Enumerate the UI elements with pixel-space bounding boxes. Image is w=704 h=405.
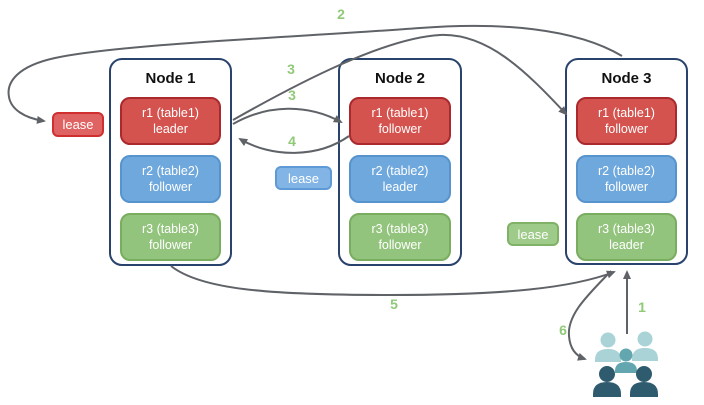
node-2-title: Node 2 bbox=[374, 70, 425, 87]
replica-name: r3 (table3) bbox=[371, 222, 429, 236]
node-3-replica-r2: r2 (table2) follower bbox=[576, 155, 677, 203]
step-label-3-short: 3 bbox=[288, 87, 296, 103]
user-figure-front-right bbox=[630, 366, 658, 397]
replica-name: r2 (table2) bbox=[142, 164, 199, 178]
replica-role: follower bbox=[604, 180, 649, 194]
lease-badge-r3: lease bbox=[507, 222, 559, 246]
step-label-6: 6 bbox=[559, 322, 567, 338]
node-1-title: Node 1 bbox=[145, 70, 196, 87]
node-2-replica-r2: r2 (table2) leader bbox=[349, 155, 451, 203]
replica-name: r2 (table2) bbox=[371, 164, 429, 178]
replica-role: leader bbox=[153, 122, 188, 136]
arrow-step-5-node1-to-node3 bbox=[170, 265, 616, 297]
node-3-replica-r1: r1 (table1) follower bbox=[576, 97, 677, 145]
lease-badge-r1: lease bbox=[52, 112, 104, 137]
replica-role: leader bbox=[609, 238, 644, 252]
node-2-replica-r1: r1 (table1) follower bbox=[349, 97, 451, 145]
node-3-replica-r3: r3 (table3) leader bbox=[576, 213, 677, 261]
replica-role: follower bbox=[148, 180, 193, 194]
users-icon bbox=[593, 331, 658, 397]
step-label-3-long: 3 bbox=[287, 61, 295, 77]
user-figure-back-right bbox=[632, 331, 658, 361]
replica-role: follower bbox=[604, 122, 649, 136]
step-label-2: 2 bbox=[337, 6, 345, 22]
replica-name: r1 (table1) bbox=[598, 106, 655, 120]
arrow-step-6-node3-to-users bbox=[567, 270, 612, 361]
replica-name: r1 (table1) bbox=[371, 106, 429, 120]
replica-role: follower bbox=[378, 238, 422, 252]
arrow-step-2-node3-to-lease bbox=[7, 24, 623, 124]
replica-name: r1 (table1) bbox=[142, 106, 199, 120]
step-label-5: 5 bbox=[390, 296, 398, 312]
replica-role: leader bbox=[382, 180, 418, 194]
user-figure-front-left bbox=[593, 366, 621, 397]
arrow-step-3-leader-to-node2-follower bbox=[232, 107, 343, 125]
lease-badge-r2: lease bbox=[275, 166, 332, 190]
node-1-replica-r1: r1 (table1) leader bbox=[120, 97, 221, 145]
replica-name: r3 (table3) bbox=[142, 222, 199, 236]
user-figure-center bbox=[615, 348, 637, 373]
node-3-box: Node 3 r1 (table1) follower r2 (table2) … bbox=[565, 58, 688, 265]
node-1-replica-r2: r2 (table2) follower bbox=[120, 155, 221, 203]
user-figure-back-left bbox=[595, 332, 621, 362]
replica-name: r2 (table2) bbox=[598, 164, 655, 178]
node-1-box: Node 1 r1 (table1) leader r2 (table2) fo… bbox=[109, 58, 232, 266]
replica-role: follower bbox=[378, 122, 422, 136]
node-2-replica-r3: r3 (table3) follower bbox=[349, 213, 451, 261]
replica-role: follower bbox=[148, 238, 193, 252]
step-label-1: 1 bbox=[638, 299, 646, 315]
node-1-replica-r3: r3 (table3) follower bbox=[120, 213, 221, 261]
node-2-box: Node 2 r1 (table1) follower r2 (table2) … bbox=[338, 58, 462, 266]
step-label-4: 4 bbox=[288, 133, 296, 149]
node-3-title: Node 3 bbox=[601, 70, 652, 87]
replica-name: r3 (table3) bbox=[598, 222, 655, 236]
